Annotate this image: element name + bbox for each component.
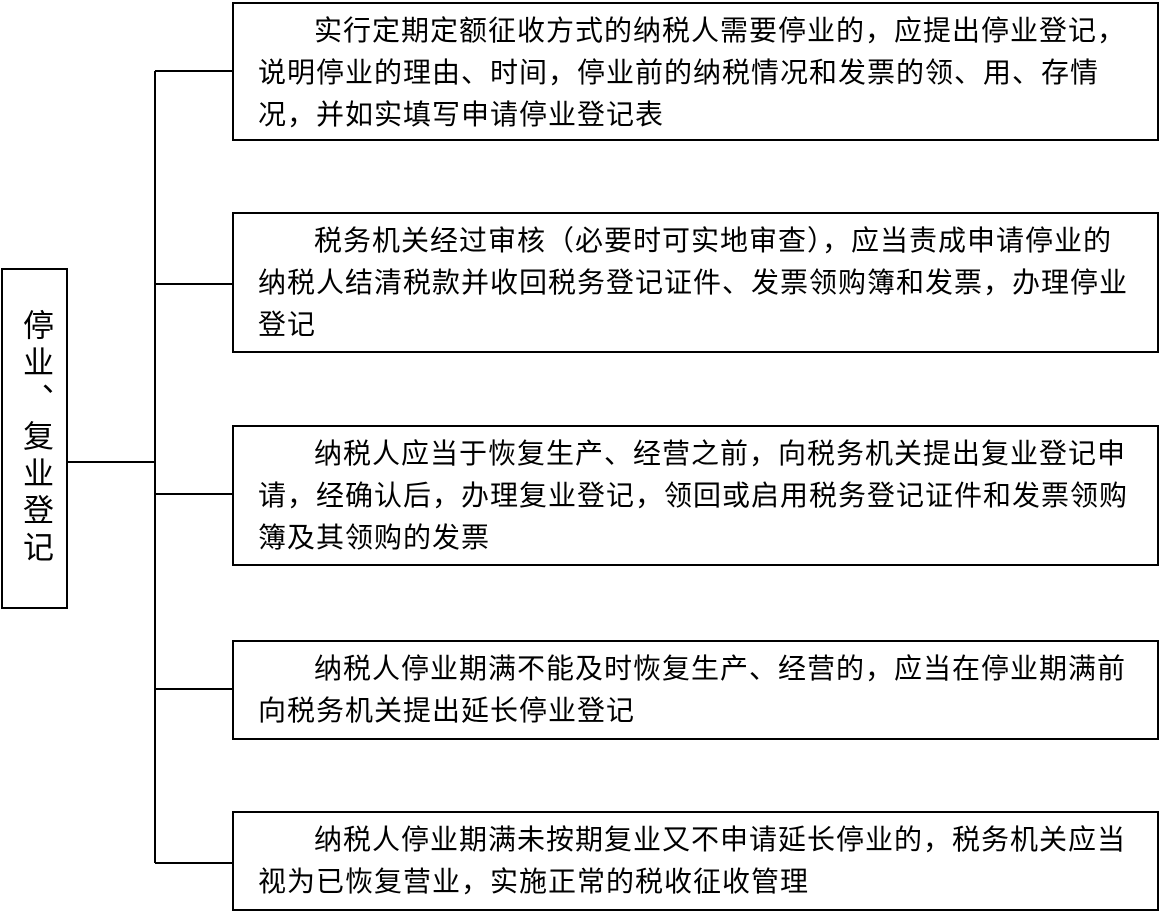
branch-node-4: 纳税人停业期满不能及时恢复生产、经营的，应当在停业期满前向税务机关提出延长停业登…: [232, 640, 1159, 740]
root-node: 停业、复业登记: [1, 268, 68, 609]
root-label: 停业、复业登记: [17, 309, 53, 568]
branch-node-5: 纳税人停业期满未按期复业又不申请延长停业的，税务机关应当视为已恢复营业，实施正常…: [232, 811, 1159, 911]
branch-node-2: 税务机关经过审核（必要时可实地审查），应当责成申请停业的纳税人结清税款并收回税务…: [232, 212, 1159, 353]
branch-node-3: 纳税人应当于恢复生产、经营之前，向税务机关提出复业登记申请，经确认后，办理复业登…: [232, 425, 1159, 566]
branch-node-1: 实行定期定额征收方式的纳税人需要停业的，应提出停业登记，说明停业的理由、时间，停…: [232, 2, 1159, 141]
